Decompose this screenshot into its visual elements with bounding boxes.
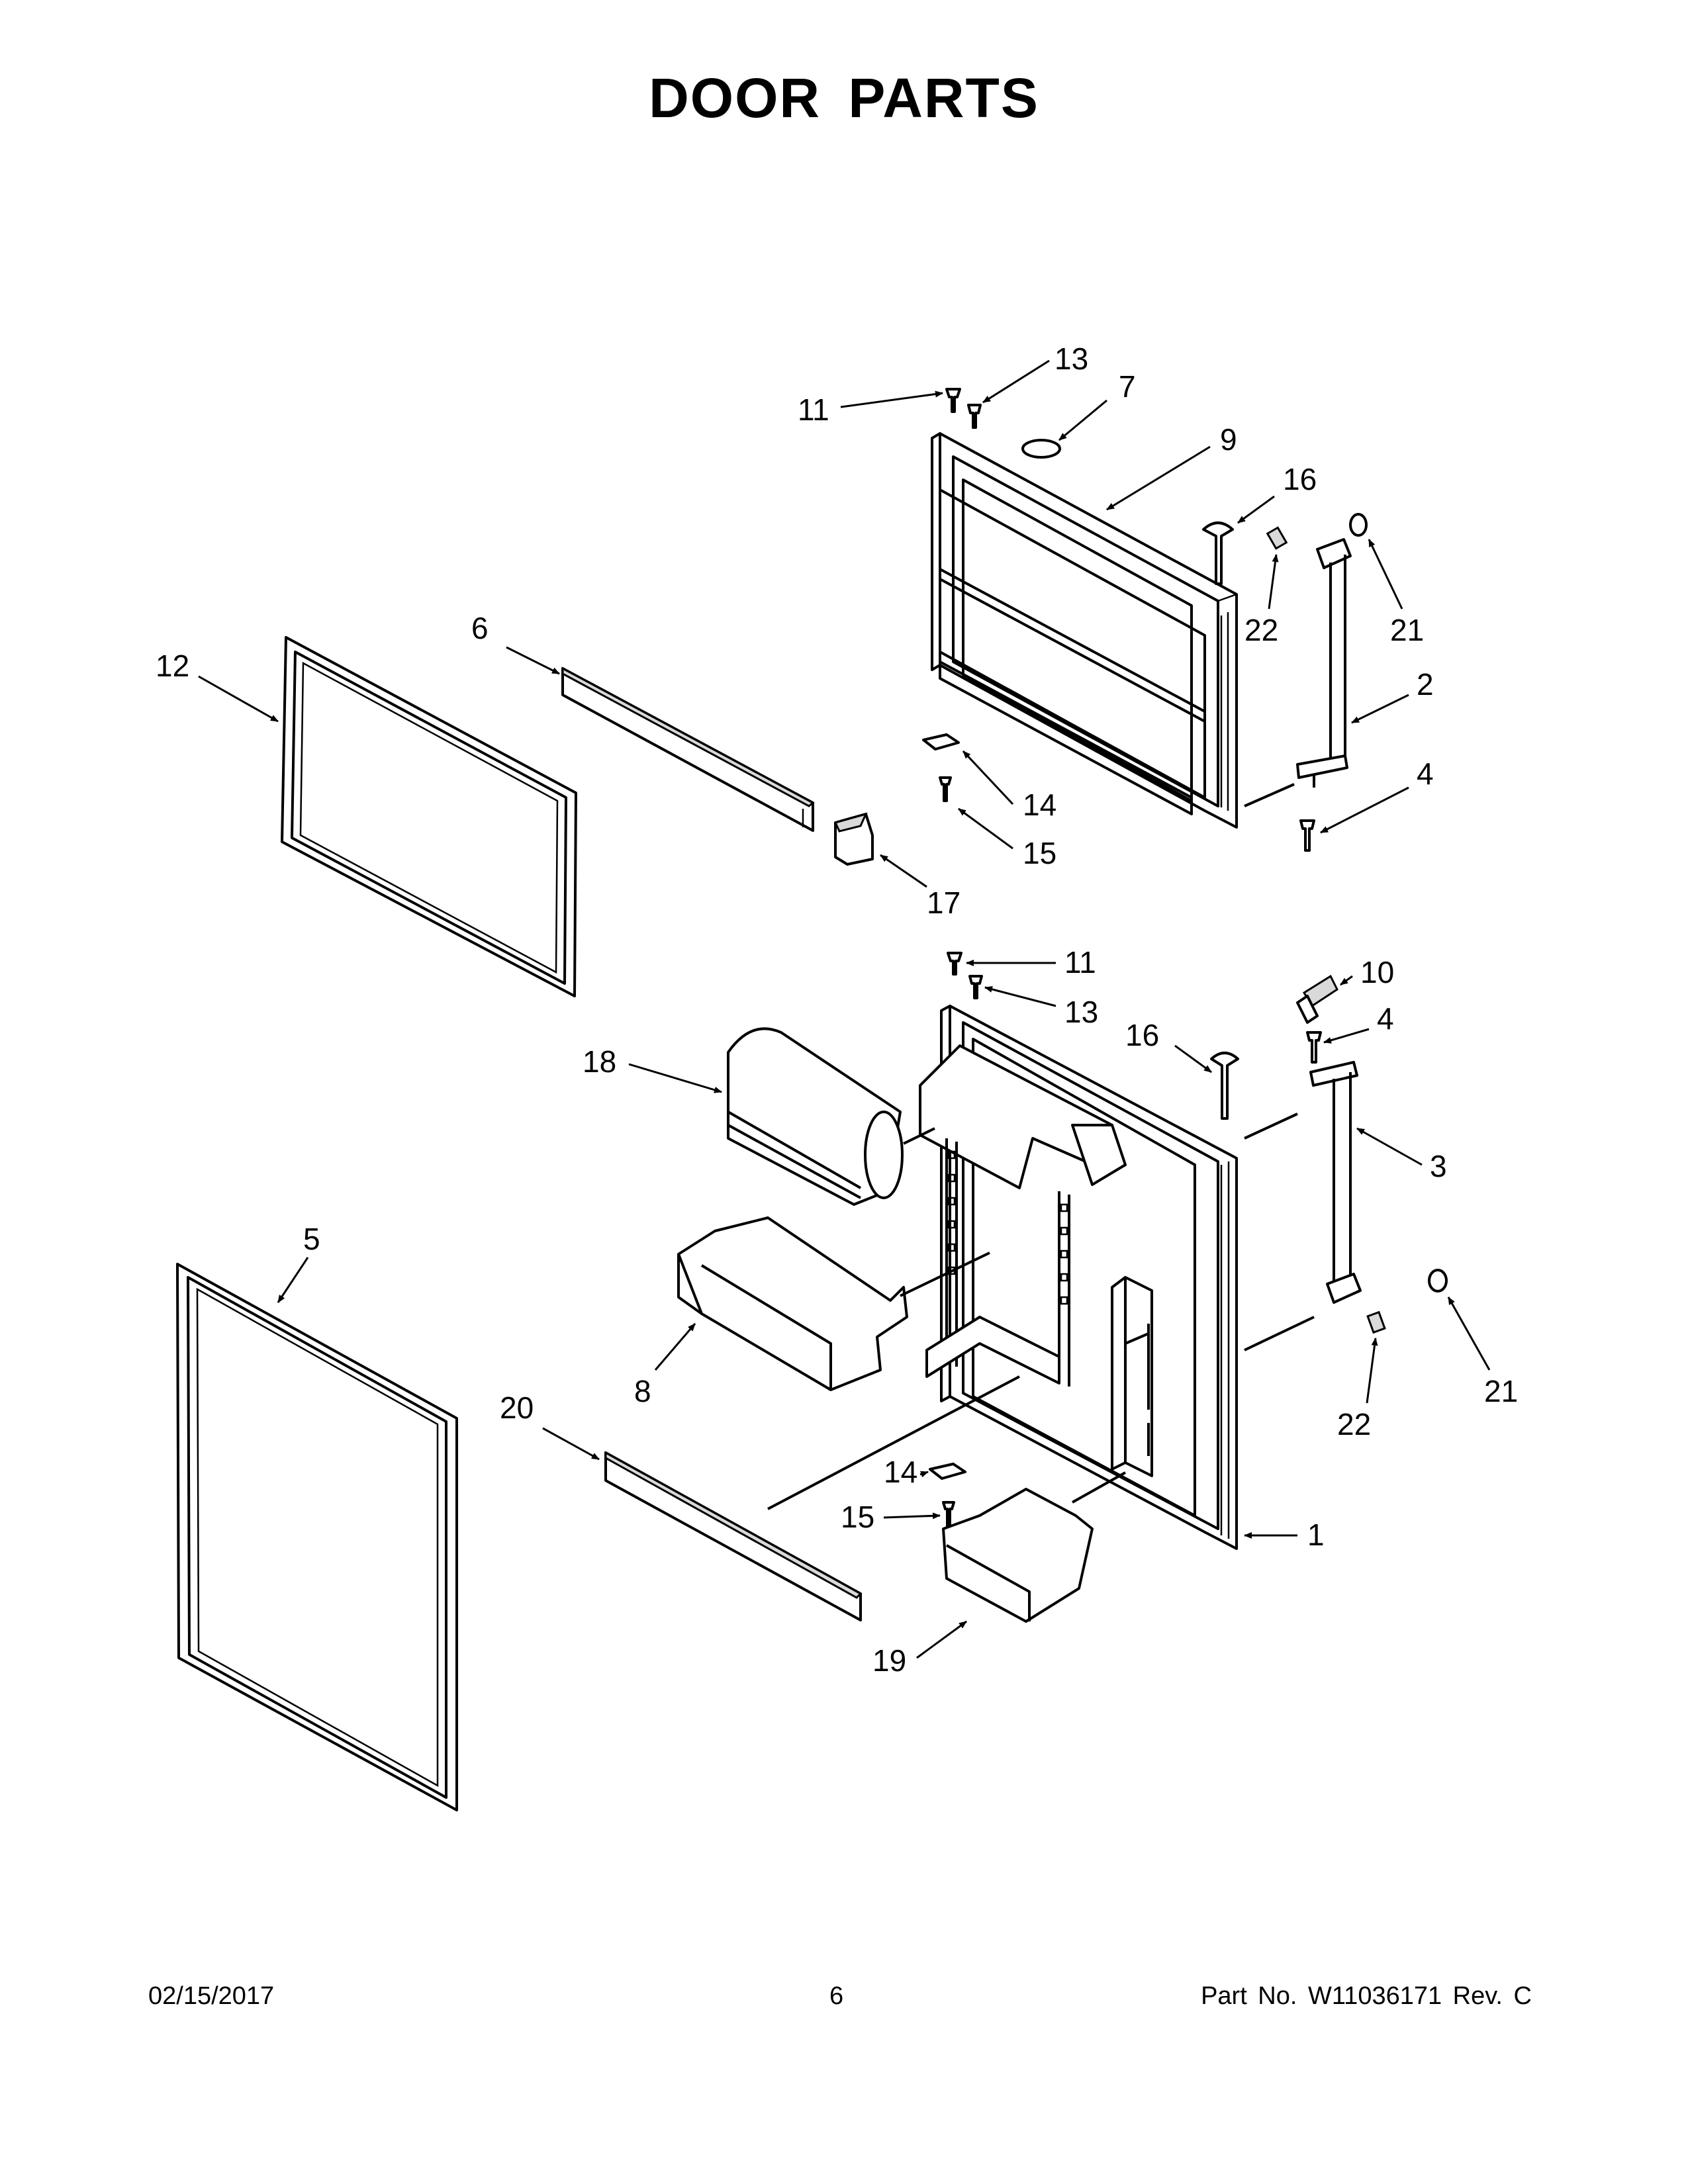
small-door-bin xyxy=(942,1471,1126,1623)
callout-14: 14 xyxy=(1023,788,1056,822)
callout-13: 13 xyxy=(1055,341,1088,376)
upper-hinge-fasteners xyxy=(945,388,982,429)
callout-2: 2 xyxy=(1417,667,1434,702)
upper-door-handle xyxy=(1296,538,1352,788)
callout-12: 12 xyxy=(156,649,189,683)
upper-handle-screw xyxy=(1266,526,1288,550)
small-cover-part xyxy=(833,812,874,866)
guide-lines xyxy=(1125,1324,1150,1456)
callout-labels: 13 11 7 9 16 22 21 2 4 xyxy=(156,341,1518,1678)
callout-13-lower: 13 xyxy=(1064,995,1098,1029)
dairy-bin xyxy=(727,1027,935,1206)
callout-22-lower: 22 xyxy=(1337,1407,1371,1441)
footer-page-number: 6 xyxy=(829,1982,844,2010)
callout-7: 7 xyxy=(1119,369,1136,404)
callout-15-lower: 15 xyxy=(841,1500,874,1534)
door-shelf-bin xyxy=(677,1216,990,1391)
lower-door-stop xyxy=(1296,974,1338,1024)
footer-part-number: Part No. W11036171 Rev. C xyxy=(1201,1982,1532,2010)
upper-door-gasket xyxy=(281,636,577,997)
callout-11-lower: 11 xyxy=(1064,945,1096,979)
callout-18: 18 xyxy=(583,1044,616,1079)
callout-3: 3 xyxy=(1430,1149,1447,1183)
lower-handle-mount-screw xyxy=(1306,1031,1322,1064)
footer-date: 02/15/2017 xyxy=(148,1982,275,2010)
callout-21: 21 xyxy=(1390,613,1424,647)
lower-hinge-fasteners xyxy=(947,952,983,999)
callout-4-lower: 4 xyxy=(1377,1001,1394,1036)
callout-5: 5 xyxy=(303,1222,320,1256)
callout-1: 1 xyxy=(1307,1518,1325,1552)
callout-10: 10 xyxy=(1360,955,1394,989)
callout-9: 9 xyxy=(1220,422,1237,457)
upper-door xyxy=(931,432,1238,829)
lower-handle-screw xyxy=(1366,1310,1386,1334)
upper-handle-mount-screw xyxy=(1299,819,1315,852)
lower-trim-strip xyxy=(604,1451,863,1621)
lower-handle-cap xyxy=(1428,1269,1448,1293)
callout-4: 4 xyxy=(1417,756,1434,791)
callout-19: 19 xyxy=(872,1643,906,1678)
callout-21-lower: 21 xyxy=(1484,1374,1518,1408)
callout-15: 15 xyxy=(1023,836,1056,870)
upper-trim-strip xyxy=(561,666,815,832)
callout-16-lower: 16 xyxy=(1125,1018,1159,1052)
callout-14-lower: 14 xyxy=(884,1455,917,1489)
page-title: DOOR PARTS xyxy=(649,67,1039,129)
lower-door-hinge xyxy=(929,1463,966,1529)
callout-6: 6 xyxy=(471,611,489,645)
callout-8: 8 xyxy=(634,1374,651,1408)
upper-handle-cap xyxy=(1349,513,1368,537)
lower-door-liner xyxy=(919,1005,1238,1550)
lower-door-gasket xyxy=(176,1263,458,1811)
ring-part xyxy=(1021,439,1061,459)
callout-22: 22 xyxy=(1244,613,1278,647)
callout-20: 20 xyxy=(500,1390,534,1425)
callout-16: 16 xyxy=(1283,462,1317,496)
lower-door-handle xyxy=(1309,1061,1362,1304)
callout-11: 11 xyxy=(798,392,829,427)
callout-17: 17 xyxy=(927,886,961,920)
lower-door-plug xyxy=(1210,1052,1239,1120)
upper-lower-hinge xyxy=(922,733,960,802)
upper-door-plug xyxy=(1202,522,1234,585)
